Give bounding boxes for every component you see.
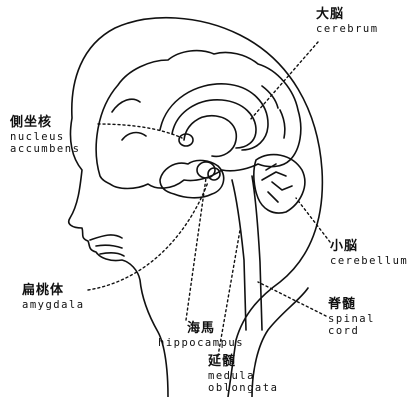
label-nucleus-accumbens: 側坐核 nucleus accumbens bbox=[10, 116, 80, 154]
leader-hippocampus bbox=[186, 178, 206, 320]
label-cerebrum-en: cerebrum bbox=[316, 24, 379, 35]
cerebrum-gyri bbox=[112, 86, 285, 140]
label-cerebellum-jp: 小脳 bbox=[330, 240, 408, 253]
label-hippocampus-en: hippocampus bbox=[158, 338, 244, 349]
leader-lines bbox=[88, 42, 330, 356]
hippocampus-shape bbox=[197, 162, 215, 178]
label-amygdala: 扁桃体 amygdala bbox=[22, 284, 85, 311]
label-cerebrum: 大脳 cerebrum bbox=[316, 8, 379, 35]
nucleus-accumbens-shape bbox=[179, 134, 193, 146]
label-nucleus-accumbens-en-1: nucleus bbox=[10, 132, 80, 143]
label-spinal-cord-jp: 脊髄 bbox=[328, 298, 375, 311]
label-cerebrum-jp: 大脳 bbox=[316, 8, 379, 21]
label-nucleus-accumbens-jp: 側坐核 bbox=[10, 116, 80, 129]
label-hippocampus-jp: 海馬 bbox=[158, 322, 244, 335]
leader-nucleus-accumbens bbox=[98, 124, 182, 138]
label-medulla-oblongata-jp: 延髄 bbox=[208, 355, 278, 368]
label-medulla-oblongata-en-1: medula bbox=[208, 371, 278, 382]
label-cerebellum: 小脳 cerebellum bbox=[330, 240, 408, 267]
label-cerebellum-en: cerebellum bbox=[330, 256, 408, 267]
lips bbox=[90, 235, 124, 256]
label-spinal-cord: 脊髄 spinal cord bbox=[328, 298, 375, 336]
label-amygdala-jp: 扁桃体 bbox=[22, 284, 85, 297]
cerebellum-shape bbox=[254, 155, 305, 214]
label-spinal-cord-en-2: cord bbox=[328, 326, 375, 337]
label-amygdala-en: amygdala bbox=[22, 300, 85, 311]
leader-spinal-cord bbox=[258, 282, 326, 316]
label-hippocampus: 海馬 hippocampus bbox=[158, 322, 244, 349]
label-medulla-oblongata: 延髄 medula oblongata bbox=[208, 355, 278, 393]
inner-loop bbox=[172, 100, 256, 148]
label-nucleus-accumbens-en-2: accumbens bbox=[10, 144, 80, 155]
cerebellum-arbor bbox=[262, 164, 292, 202]
label-spinal-cord-en-1: spinal bbox=[328, 314, 375, 325]
label-medulla-oblongata-en-2: oblongata bbox=[208, 383, 278, 394]
